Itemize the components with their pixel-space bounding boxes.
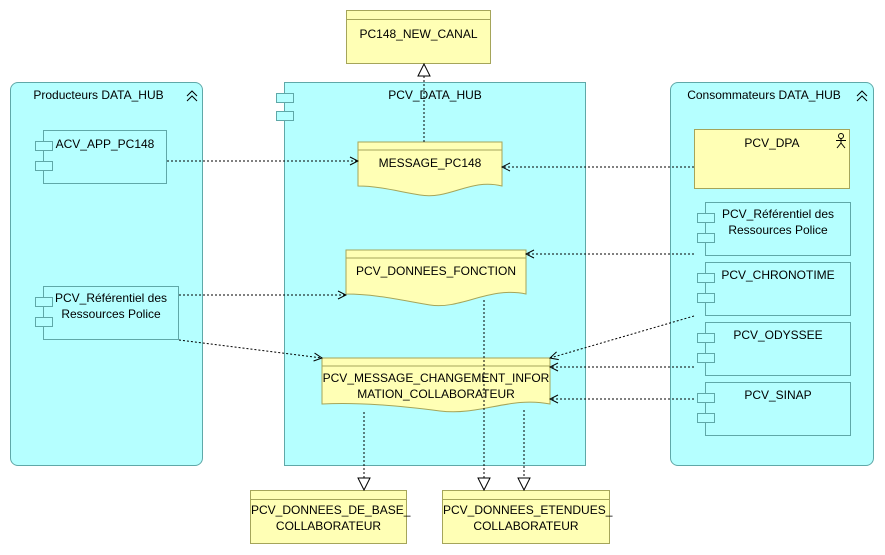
component-label-line1: PCV_Référentiel des: [721, 207, 835, 221]
object-label-line2: COLLABORATEUR: [275, 519, 382, 533]
component-label-line2: Ressources Police: [728, 223, 828, 237]
component-pcv-chronotime[interactable]: PCV_CHRONOTIME: [697, 262, 851, 316]
object-header-line: [443, 499, 609, 500]
double-chevron-up-icon[interactable]: [185, 89, 199, 103]
object-message-pc148-label[interactable]: MESSAGE_PC148: [378, 156, 482, 170]
document-shape-message-pc148: [357, 141, 503, 197]
object-header-line: [347, 19, 490, 20]
document-shape-changement: [321, 357, 551, 413]
double-chevron-up-icon[interactable]: [855, 89, 869, 103]
document-shape-donnees-fonction: [345, 249, 527, 307]
group-title: Consommateurs DATA_HUB: [687, 88, 841, 102]
component-icon: [697, 213, 715, 223]
component-icon: [697, 333, 715, 343]
component-icon: [697, 273, 715, 283]
component-icon: [35, 161, 53, 171]
object-donnees-fonction-label[interactable]: PCV_DONNEES_FONCTION: [355, 264, 517, 278]
object-changement-label-line2[interactable]: MATION_COLLABORATEUR: [357, 387, 515, 401]
component-acv-app-pc148[interactable]: ACV_APP_PC148: [35, 130, 167, 184]
component-label: PCV_SINAP: [744, 388, 812, 402]
object-pc148-new-canal[interactable]: PC148_NEW_CANAL: [346, 10, 491, 64]
node-title: PCV_DATA_HUB: [388, 88, 482, 102]
object-label-line2: COLLABORATEUR: [473, 519, 579, 533]
component-icon: [697, 293, 715, 303]
actor-label: PCV_DPA: [744, 136, 800, 150]
object-donnees-de-base[interactable]: PCV_DONNEES_DE_BASE_ COLLABORATEUR: [250, 490, 411, 544]
component-icon: [697, 353, 715, 363]
node-icon: [276, 93, 294, 103]
component-pcv-sinap[interactable]: PCV_SINAP: [697, 382, 851, 436]
component-producer-referentiel[interactable]: PCV_Référentiel des Ressources Police: [35, 286, 179, 340]
object-header-line: [251, 499, 406, 500]
component-icon: [35, 141, 53, 151]
component-pcv-odyssee[interactable]: PCV_ODYSSEE: [697, 322, 851, 376]
actor-icon: [836, 133, 846, 149]
component-icon: [697, 393, 715, 403]
component-icon: [35, 297, 53, 307]
component-icon: [35, 317, 53, 327]
component-label: ACV_APP_PC148: [55, 137, 155, 151]
object-label-line1: PCV_DONNEES_DE_BASE_: [251, 503, 411, 517]
object-changement-label-line1[interactable]: PCV_MESSAGE_CHANGEMENT_INFOR: [322, 371, 550, 385]
component-label: PCV_ODYSSEE: [733, 328, 823, 342]
object-donnees-etendues[interactable]: PCV_DONNEES_ETENDUES_ COLLABORATEUR: [442, 490, 613, 544]
node-icon: [276, 111, 294, 121]
component-label-line2: Ressources Police: [61, 307, 161, 321]
group-title: Producteurs DATA_HUB: [33, 88, 164, 102]
component-icon: [697, 233, 715, 243]
object-label: PC148_NEW_CANAL: [359, 27, 478, 41]
component-label-line1: PCV_Référentiel des: [54, 291, 168, 305]
component-icon: [697, 413, 715, 423]
actor-pcv-dpa[interactable]: PCV_DPA: [694, 129, 850, 189]
component-consumer-referentiel[interactable]: PCV_Référentiel des Ressources Police: [697, 202, 851, 256]
object-label-line1: PCV_DONNEES_ETENDUES_: [443, 503, 613, 517]
component-label: PCV_CHRONOTIME: [721, 268, 835, 282]
